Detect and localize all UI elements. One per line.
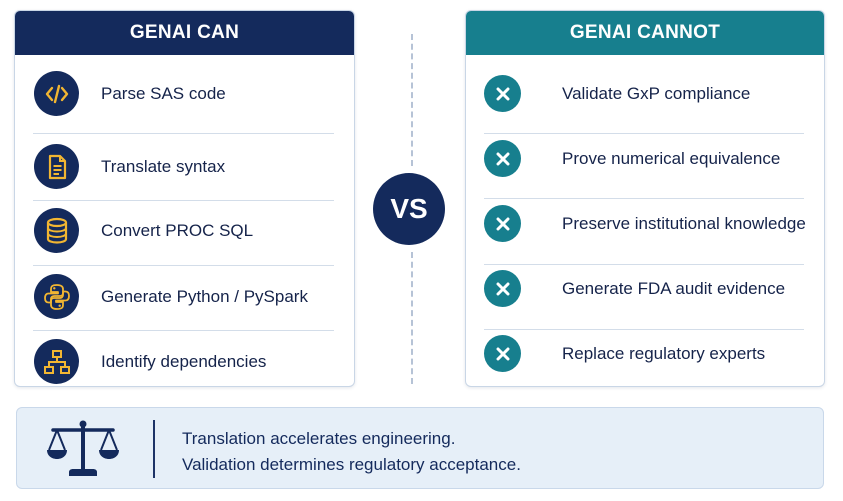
row-divider <box>33 330 334 331</box>
vs-badge: VS <box>373 173 445 245</box>
x-icon <box>484 270 521 307</box>
vs-dashed-line-top <box>411 34 413 166</box>
vs-dashed-line-bottom <box>411 252 413 384</box>
row-divider <box>33 265 334 266</box>
cannot-item-institutional-knowledge: Preserve institutional knowledge <box>482 191 808 256</box>
code-icon <box>34 71 79 116</box>
conclusion-banner: Translation accelerates engineering. Val… <box>16 407 824 489</box>
cannot-item-label: Prove numerical equivalence <box>562 148 781 168</box>
can-item-label: Parse SAS code <box>101 83 226 103</box>
cannot-item-label: Replace regulatory experts <box>562 343 766 363</box>
database-icon <box>34 208 79 253</box>
x-icon <box>484 335 521 372</box>
genai-cannot-panel: GENAI CANNOT Validate GxP compliance Pro… <box>465 10 825 387</box>
can-item-label: Translate syntax <box>101 156 226 176</box>
x-icon <box>484 205 521 242</box>
can-item-label: Identify dependencies <box>101 351 267 371</box>
genai-cannot-header: GENAI CANNOT <box>466 11 824 55</box>
can-item-label: Convert PROC SQL <box>101 220 254 240</box>
cannot-item-regulatory-experts: Replace regulatory experts <box>482 321 808 386</box>
can-item-convert-proc-sql: Convert PROC SQL <box>31 198 338 263</box>
banner-line-2: Validation determines regulatory accepta… <box>182 455 521 474</box>
cannot-item-numerical-equivalence: Prove numerical equivalence <box>482 126 808 191</box>
row-divider <box>484 133 804 134</box>
can-item-parse-sas: Parse SAS code <box>31 61 338 126</box>
row-divider <box>33 200 334 201</box>
genai-can-header: GENAI CAN <box>15 11 354 55</box>
document-icon <box>34 144 79 189</box>
cannot-item-gxp: Validate GxP compliance <box>482 61 808 126</box>
python-icon <box>34 274 79 319</box>
cannot-item-fda-audit: Generate FDA audit evidence <box>482 256 808 321</box>
x-icon <box>484 75 521 112</box>
genai-can-panel: GENAI CAN Parse SAS code <box>14 10 355 387</box>
row-divider <box>33 133 334 134</box>
hierarchy-icon <box>34 339 79 384</box>
banner-separator <box>153 420 155 478</box>
can-item-translate-syntax: Translate syntax <box>31 134 338 199</box>
can-item-generate-python: Generate Python / PySpark <box>31 264 338 329</box>
banner-text: Translation accelerates engineering. Val… <box>182 426 521 478</box>
cannot-item-label: Preserve institutional knowledge <box>562 213 806 233</box>
scale-icon <box>45 418 121 485</box>
can-item-identify-dependencies: Identify dependencies <box>31 329 338 386</box>
cannot-item-label: Generate FDA audit evidence <box>562 278 786 298</box>
banner-line-1: Translation accelerates engineering. <box>182 429 456 448</box>
row-divider <box>484 198 804 199</box>
row-divider <box>484 329 804 330</box>
can-item-label: Generate Python / PySpark <box>101 286 308 306</box>
row-divider <box>484 264 804 265</box>
cannot-item-label: Validate GxP compliance <box>562 83 751 103</box>
x-icon <box>484 140 521 177</box>
